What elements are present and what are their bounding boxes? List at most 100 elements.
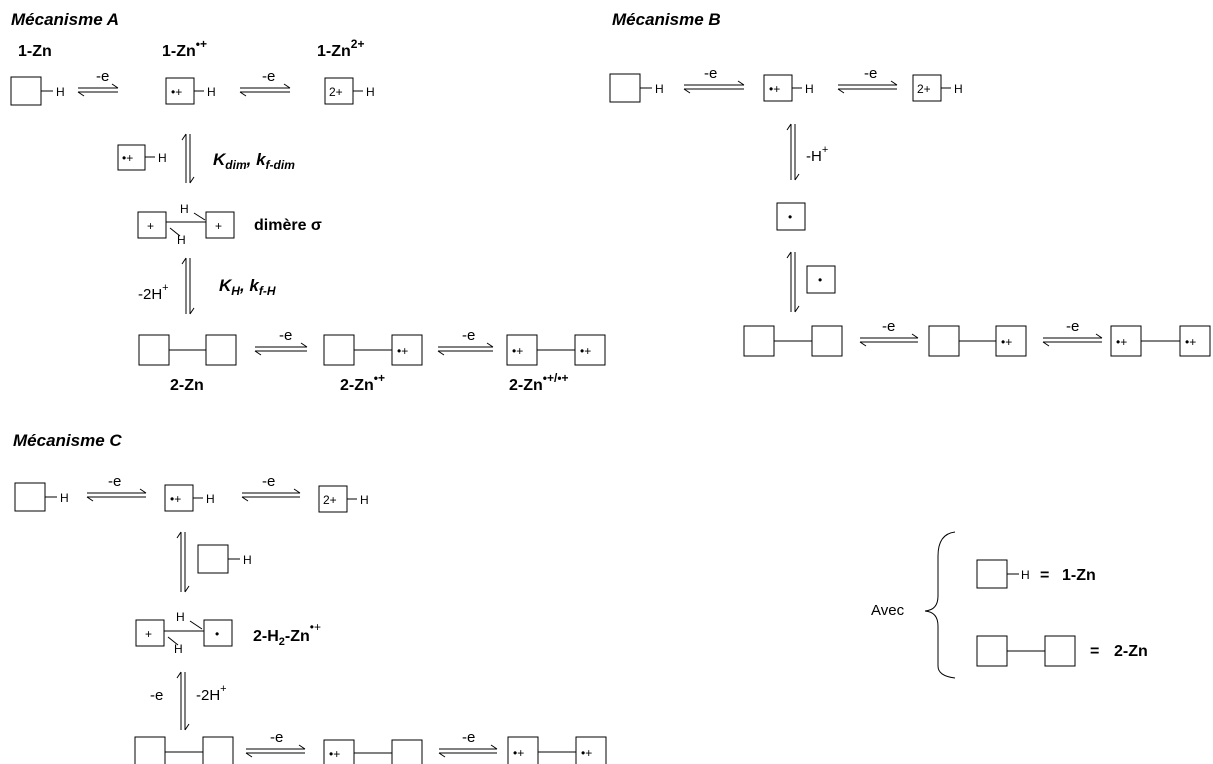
mechanism-c-title: Mécanisme C <box>13 431 122 450</box>
legend-avec-label: Avec <box>871 602 905 619</box>
oxidation-label: -e <box>1066 318 1079 335</box>
hydrogen-label: H <box>174 642 183 656</box>
mechanism-a-title: Mécanisme A <box>11 10 119 29</box>
radical-cation-box <box>1179 325 1211 357</box>
hydrogen-label: H <box>243 553 252 567</box>
vertical-equilibrium-arrow <box>786 251 800 313</box>
equilibrium-arrow <box>254 342 308 356</box>
label-2-zn-diradical: 2-Zn•+/•+ <box>509 371 569 394</box>
hydrogen-label: H <box>180 202 189 216</box>
dication-label: 2+ <box>323 493 337 507</box>
label-1-zn-dication: 1-Zn2+ <box>317 37 364 60</box>
radical-cation-box <box>165 77 195 105</box>
equilibrium-arrow <box>437 342 494 356</box>
oxidation-label: -e <box>462 327 475 344</box>
vertical-equilibrium-arrow <box>176 531 190 593</box>
radical-cation-box <box>117 144 146 171</box>
dimer-box <box>391 739 423 764</box>
oxidation-label: -e <box>882 318 895 335</box>
dication-label: 2+ <box>329 85 343 99</box>
label-1-zn: 1-Zn <box>18 43 52 60</box>
monomer-box <box>10 76 42 106</box>
cation-label: + <box>147 219 154 233</box>
equilibrium-arrow <box>77 83 119 97</box>
radical-cation-label: •+ <box>122 151 133 165</box>
radical-box <box>776 202 806 231</box>
mechanism-c: Mécanisme C H -e •+ H -e 2+ H H <box>13 431 607 764</box>
equilibrium-arrow <box>683 80 745 94</box>
legend-dimer-box <box>1044 635 1076 667</box>
hydrogen-label: H <box>655 82 664 96</box>
label-2-zn: 2-Zn <box>170 377 204 394</box>
radical-label: • <box>818 273 822 287</box>
hydrogen-label: H <box>158 151 167 165</box>
hydrogen-label: H <box>177 233 186 247</box>
equilibrium-arrow <box>245 744 306 758</box>
radical-cation-label: •+ <box>580 344 591 358</box>
oxidation-label: -e <box>262 68 275 85</box>
oxidation-label: -e <box>108 473 121 490</box>
intermediate-label: 2-H2-Zn•+ <box>253 620 321 648</box>
cation-box <box>137 211 167 239</box>
radical-cation-box <box>164 484 194 512</box>
dication-box <box>912 74 942 102</box>
equilibrium-arrow <box>239 83 291 97</box>
hydrogen-label: H <box>176 610 185 624</box>
dimer-box <box>811 325 843 357</box>
cation-box <box>205 211 235 239</box>
radical-cation-label: •+ <box>170 492 181 506</box>
radical-cation-label: •+ <box>397 344 408 358</box>
dimer-box <box>205 334 237 366</box>
vertical-equilibrium-arrow <box>176 671 190 731</box>
legend-1-zn: 1-Zn <box>1062 567 1096 584</box>
equilibrium-arrow <box>837 80 898 94</box>
vertical-equilibrium-arrow <box>181 133 195 184</box>
hydrogen-label: H <box>1021 568 1030 582</box>
dimer-box <box>134 736 166 764</box>
oxidation-label: -e <box>704 65 717 82</box>
dication-box <box>318 485 348 513</box>
dimer-box <box>743 325 775 357</box>
dimer-box <box>323 334 355 366</box>
radical-box <box>203 619 233 647</box>
mechanism-b-title: Mécanisme B <box>612 10 721 29</box>
radical-cation-label: •+ <box>1185 335 1196 349</box>
hydrogen-label: H <box>805 82 814 96</box>
radical-cation-label: •+ <box>512 344 523 358</box>
legend-dimer-box <box>976 635 1008 667</box>
legend-monomer-box <box>976 559 1008 589</box>
dimer-box <box>138 334 170 366</box>
radical-cation-box <box>574 334 606 366</box>
radical-label: • <box>788 210 792 224</box>
legend: Avec H = 1-Zn = 2-Zn <box>871 531 1148 679</box>
radical-label: • <box>215 627 219 641</box>
hydrogen-label: H <box>60 491 69 505</box>
bond-line <box>167 636 179 646</box>
equilibrium-arrow <box>1042 333 1103 347</box>
oxidation-label: -e <box>462 729 475 746</box>
radical-box <box>806 265 836 294</box>
radical-cation-box <box>391 334 423 366</box>
monomer-box <box>14 482 46 512</box>
oxidation-label: -e <box>279 327 292 344</box>
bond-line <box>169 227 181 237</box>
dimerization-constants: Kdim, kf-dim <box>213 150 295 172</box>
radical-cation-box <box>763 74 793 102</box>
radical-cation-box <box>323 739 355 764</box>
hydrogen-label: H <box>366 85 375 99</box>
dimer-box <box>202 736 234 764</box>
bond-line <box>189 620 203 630</box>
deprotonation-label: -2H+ <box>138 282 169 303</box>
equilibrium-arrow <box>859 333 919 347</box>
radical-cation-label: •+ <box>1116 335 1127 349</box>
radical-cation-label: •+ <box>581 746 592 760</box>
oxidation-label: -e <box>270 729 283 746</box>
hydrogen-label: H <box>56 85 65 99</box>
legend-2-zn: 2-Zn <box>1114 643 1148 660</box>
hydrogen-label: H <box>360 493 369 507</box>
vertical-equilibrium-arrow <box>181 257 195 315</box>
radical-cation-label: •+ <box>329 747 340 761</box>
radical-cation-label: •+ <box>769 82 780 96</box>
hydrogen-label: H <box>207 85 216 99</box>
